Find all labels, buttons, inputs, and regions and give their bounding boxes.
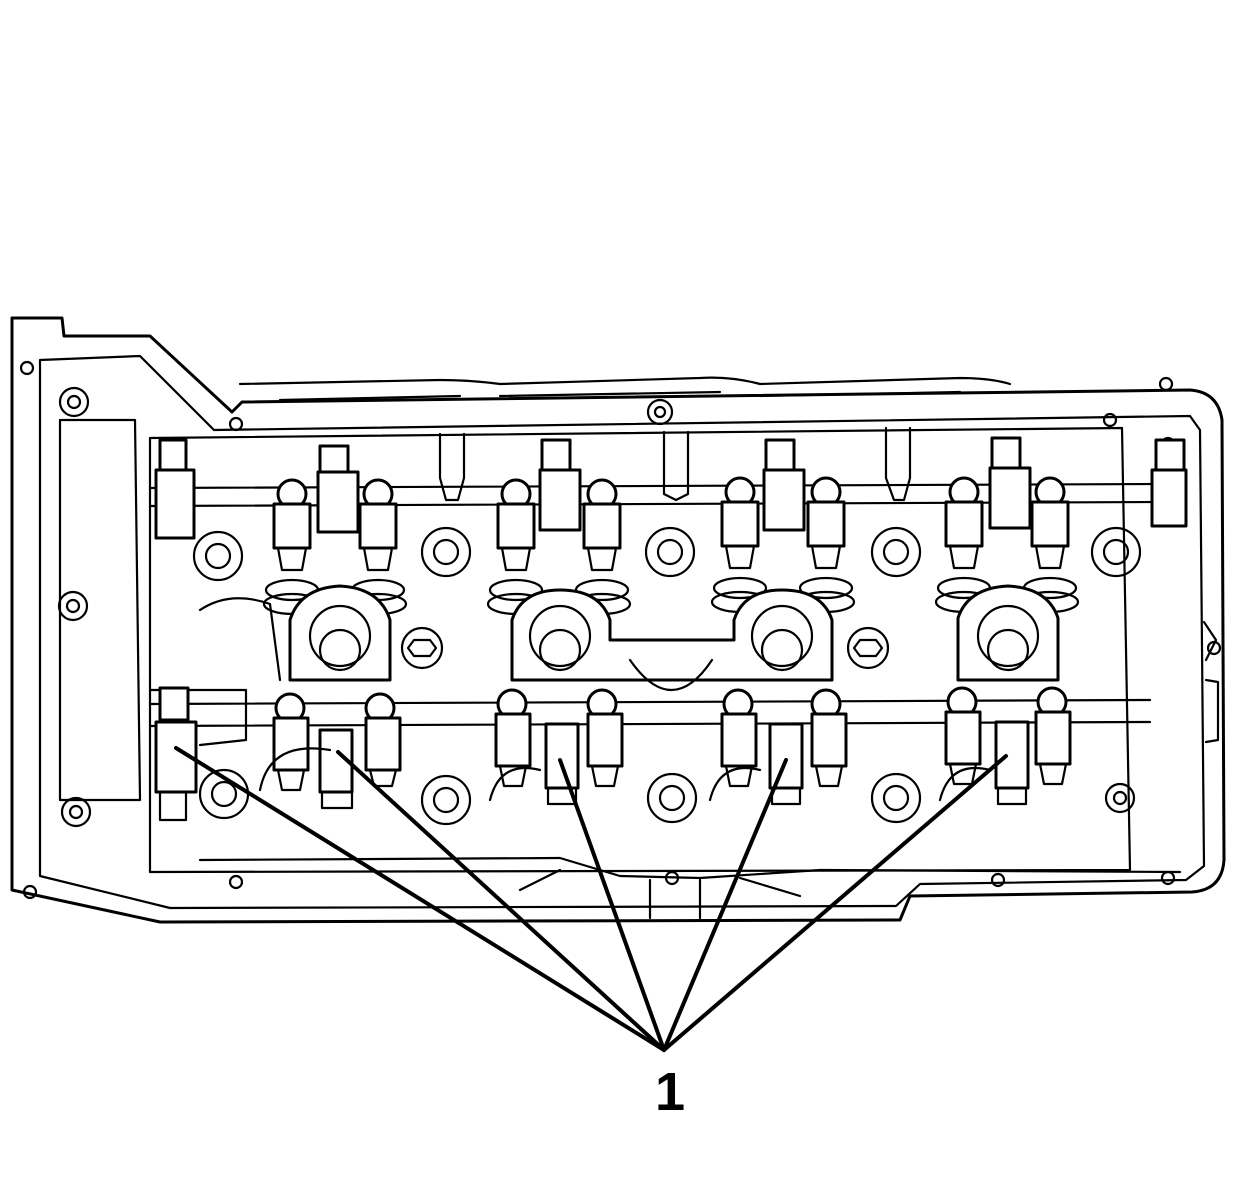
rocker-arm — [586, 688, 624, 788]
rocker-arm — [348, 478, 408, 616]
callout-leaders — [174, 746, 1008, 1052]
lower-bolts — [198, 747, 992, 826]
leader-line — [336, 750, 666, 1052]
lower-pivot-blocks — [154, 686, 1030, 822]
rocker-arm — [364, 692, 402, 788]
leader-line — [174, 746, 666, 1052]
leader-line — [662, 758, 788, 1052]
callout-label: 1 — [654, 1062, 686, 1122]
pivot-block-1 — [154, 686, 198, 822]
cylinder-head-outline — [10, 316, 1226, 924]
rocker-arm — [1034, 686, 1072, 786]
pivot-block-4 — [768, 722, 804, 806]
rocker-arm — [944, 686, 982, 786]
upper-clips — [154, 426, 1188, 540]
upper-rocker-arms — [262, 476, 1080, 616]
rocker-arm — [810, 688, 848, 788]
rocker-arm — [796, 476, 856, 614]
leader-line — [558, 758, 666, 1052]
pivot-block-3 — [544, 722, 580, 806]
rocker-arm — [272, 692, 310, 792]
rocker-arm — [1020, 476, 1080, 614]
rocker-arm — [572, 478, 632, 616]
center-plates — [198, 584, 1060, 692]
pivot-block-2 — [318, 728, 354, 810]
upper-bolts — [192, 526, 1142, 582]
leader-line — [662, 754, 1008, 1052]
flange-bolt-holes — [19, 360, 1222, 900]
rocker-arm — [494, 688, 532, 788]
rocker-arm — [720, 688, 758, 788]
pivot-block-5 — [994, 720, 1030, 806]
lower-rocker-arms — [272, 686, 1072, 792]
rocker-arm — [486, 478, 546, 616]
